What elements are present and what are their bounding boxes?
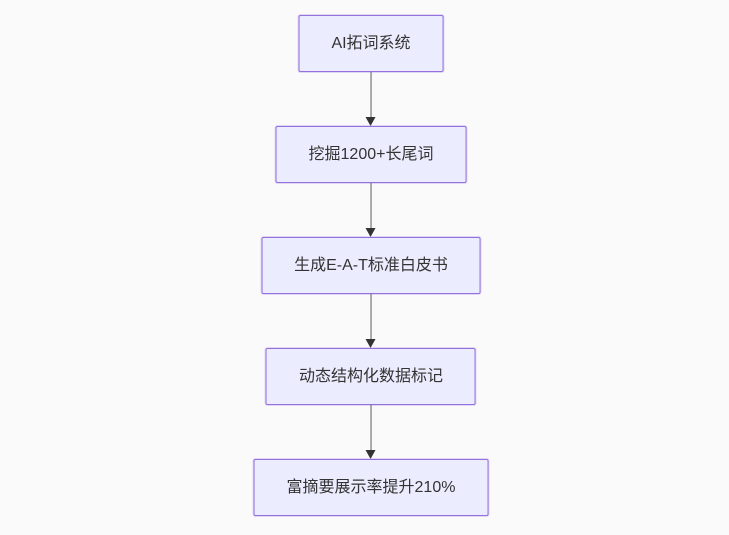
arrowhead-down-icon bbox=[366, 117, 376, 126]
flow-node-structured-data: 动态结构化数据标记 bbox=[265, 348, 476, 405]
arrowhead-down-icon bbox=[366, 450, 376, 459]
flow-node-rich-snippet-result: 富摘要展示率提升210% bbox=[253, 459, 489, 516]
flow-node-longtail-keywords: 挖掘1200+长尾词 bbox=[275, 126, 467, 183]
arrow-line bbox=[370, 294, 372, 339]
arrow-line bbox=[370, 405, 372, 450]
arrow-line bbox=[370, 183, 372, 228]
flow-node-ai-system: AI拓词系统 bbox=[298, 15, 444, 72]
flow-arrow-1 bbox=[366, 72, 376, 126]
arrow-line bbox=[370, 72, 372, 117]
flow-arrow-3 bbox=[366, 294, 376, 348]
arrowhead-down-icon bbox=[366, 339, 376, 348]
flow-node-eat-whitepaper: 生成E-A-T标准白皮书 bbox=[261, 237, 481, 294]
flowchart: AI拓词系统 挖掘1200+长尾词 生成E-A-T标准白皮书 动态结构化数据标记… bbox=[253, 15, 489, 516]
flow-arrow-4 bbox=[366, 405, 376, 459]
arrowhead-down-icon bbox=[366, 228, 376, 237]
flow-arrow-2 bbox=[366, 183, 376, 237]
